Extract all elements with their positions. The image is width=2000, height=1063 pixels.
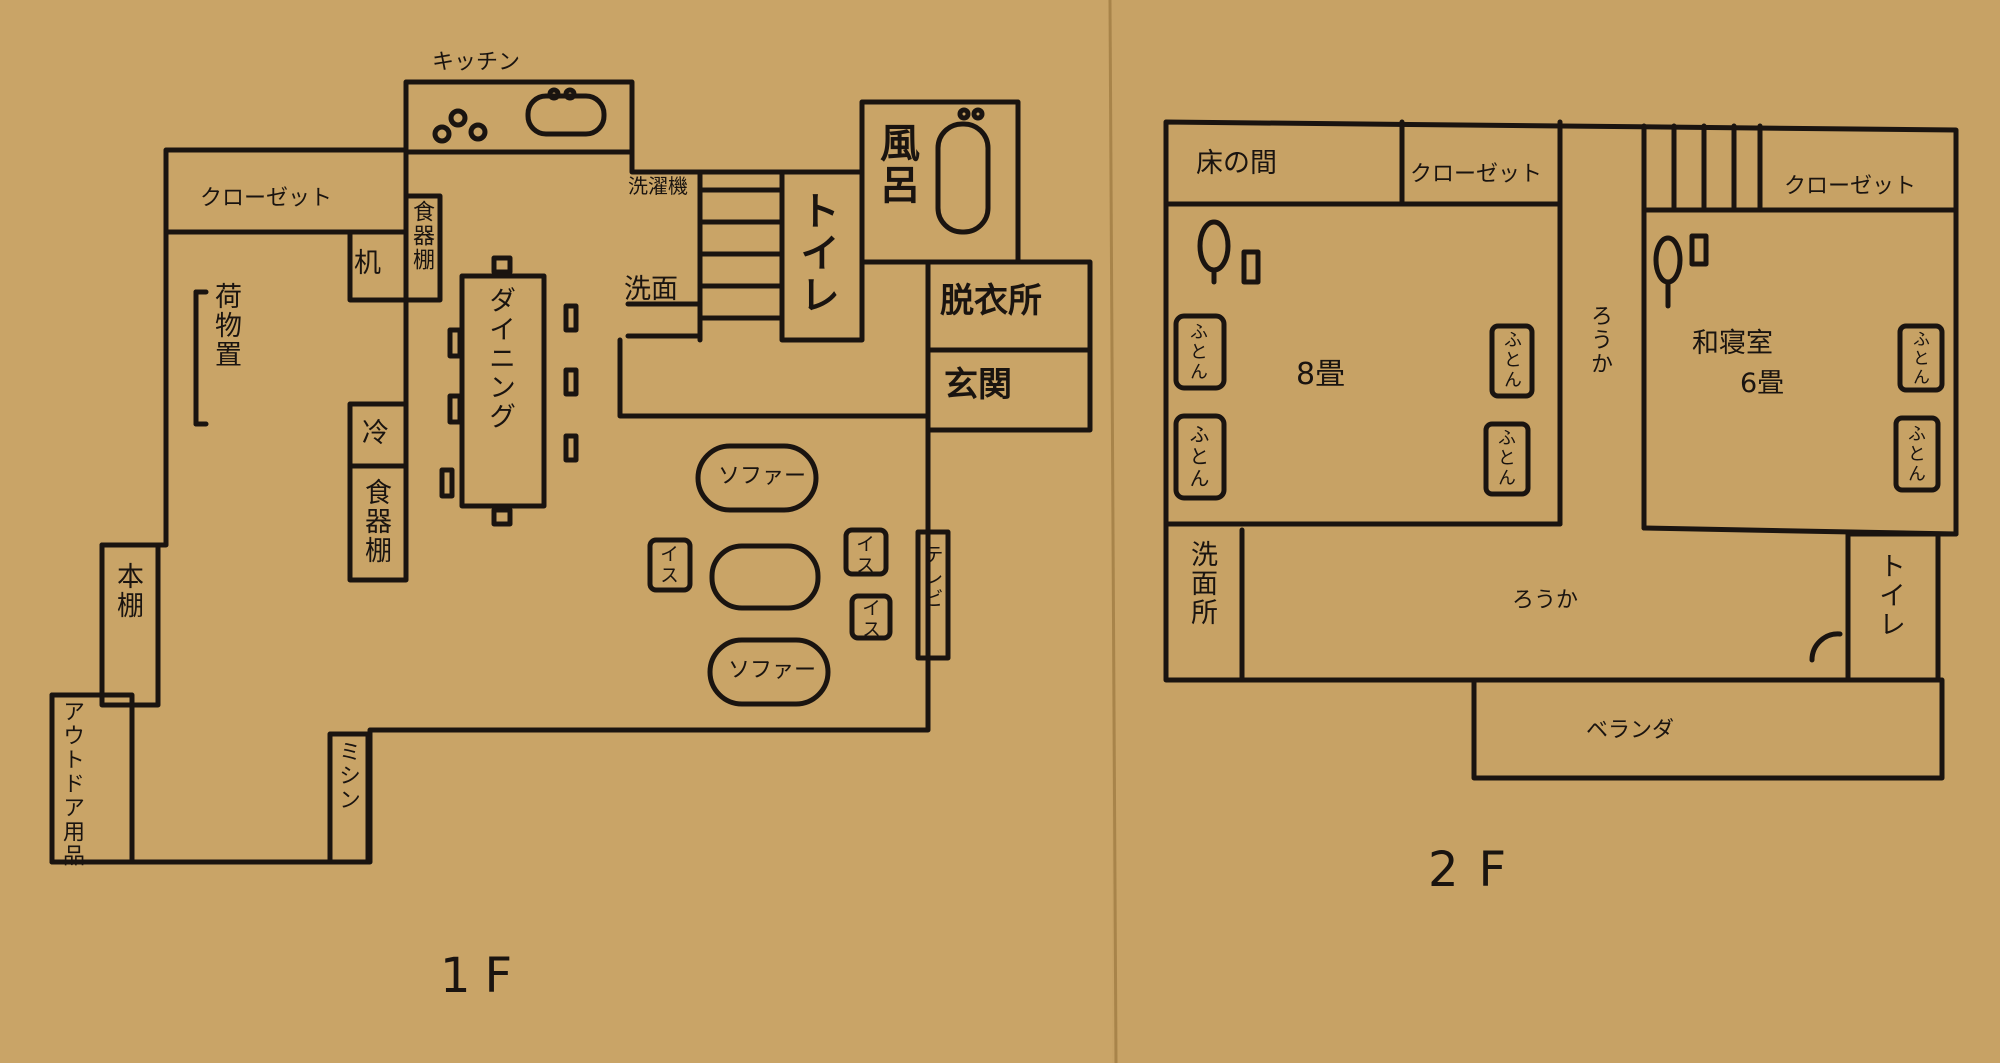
hall-vertical-label: ろうか xyxy=(1587,304,1612,376)
closet-label: クローゼット xyxy=(200,186,333,211)
bedroom-size-label: 6畳 xyxy=(1740,368,1785,399)
chair-left-label: イス xyxy=(657,544,679,586)
toilet-label-1f: トイレ xyxy=(793,190,839,316)
chair-right-top-label: イス xyxy=(853,534,875,576)
tv-label: テレビ xyxy=(920,544,944,610)
futon-6-label: ふとん xyxy=(1905,424,1926,484)
futon-5-label: ふとん xyxy=(1909,330,1929,387)
laundry-label: 洗濯機 xyxy=(628,174,688,198)
washbasin-label: 洗面 xyxy=(624,274,678,305)
sofa-top-label: ソファー xyxy=(718,464,807,489)
bath-label: 風呂 xyxy=(873,122,919,206)
dressing-label: 脱衣所 xyxy=(940,281,1042,321)
floor-label-1f: 1F xyxy=(440,948,527,1004)
bedroom-label: 和寝室 xyxy=(1692,328,1773,359)
desk-label: 机 xyxy=(354,248,381,279)
dining-label: ダイニング xyxy=(484,286,515,431)
sofa-bottom-label: ソファー xyxy=(728,658,817,683)
toilet-label-2f: トイレ xyxy=(1874,552,1905,639)
closet-left-label-2f: クローゼット xyxy=(1410,162,1543,187)
veranda-label: ベランダ xyxy=(1586,718,1675,743)
hall-horizontal-label: ろうか xyxy=(1512,588,1579,613)
futon-4-label: ふとん xyxy=(1495,428,1516,488)
cupboard-top-label: 食器棚 xyxy=(409,200,434,272)
room-8-mat-label: 8畳 xyxy=(1296,357,1346,392)
cupboard-bottom-label: 食器棚 xyxy=(360,478,391,565)
futon-1-label: ふとん xyxy=(1187,322,1208,382)
kitchen-label: キッチン xyxy=(432,50,521,75)
sewing-label: ミシン xyxy=(335,740,360,812)
chair-right-bottom-label: イス xyxy=(859,598,881,640)
bookshelf-label: 本棚 xyxy=(112,562,143,620)
entrance-label: 玄関 xyxy=(944,365,1012,405)
closet-right-label-2f: クローゼット xyxy=(1784,174,1917,199)
futon-3-label: ふとん xyxy=(1501,330,1522,390)
washroom-label: 洗面所 xyxy=(1186,540,1217,627)
outdoor-goods-label: アウトドア用品 xyxy=(59,700,84,868)
alcove-label: 床の間 xyxy=(1196,148,1277,179)
storage-label: 荷物置 xyxy=(210,282,241,369)
futon-2-label: ふとん xyxy=(1186,424,1210,490)
fridge-label: 冷 xyxy=(362,418,389,449)
floor-label-2f: 2F xyxy=(1428,842,1527,898)
